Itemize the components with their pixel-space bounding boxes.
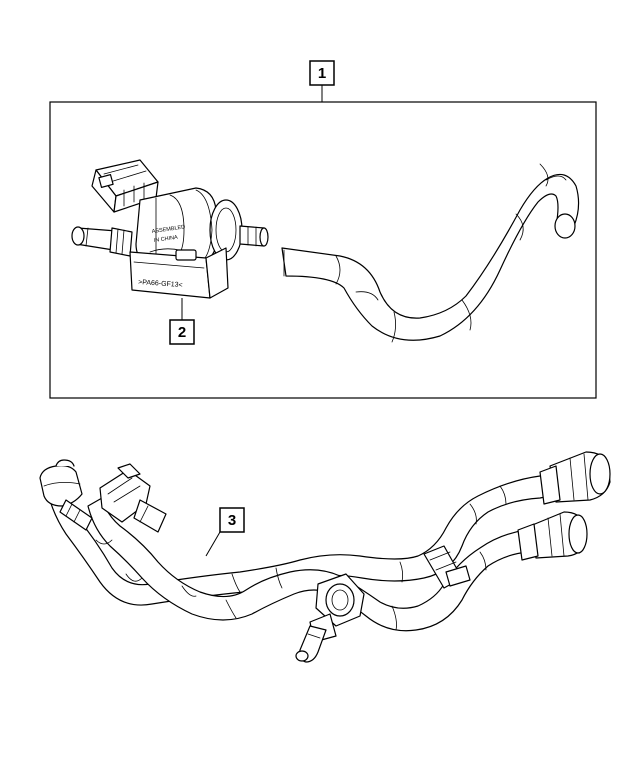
callout-3-label: 3 [228,512,236,529]
vapor-line-harness[interactable] [39,451,611,663]
purge-valve[interactable]: ASSEMBLED IN CHINA >PA66-GF13< [71,159,269,299]
callout-3[interactable]: 3 [219,507,245,533]
valve-marking-line2: IN CHINA [153,235,178,244]
callout-3-leader [205,531,221,557]
valve-marking-line1: ASSEMBLED [151,224,185,235]
callout-2[interactable]: 2 [169,319,195,345]
callout-1[interactable]: 1 [309,60,335,86]
assembly-frame [49,101,597,399]
vapor-hose[interactable] [281,163,580,343]
valve-part-code: >PA66-GF13< [138,279,183,289]
callout-1-label: 1 [318,65,326,82]
callout-2-label: 2 [178,324,186,341]
